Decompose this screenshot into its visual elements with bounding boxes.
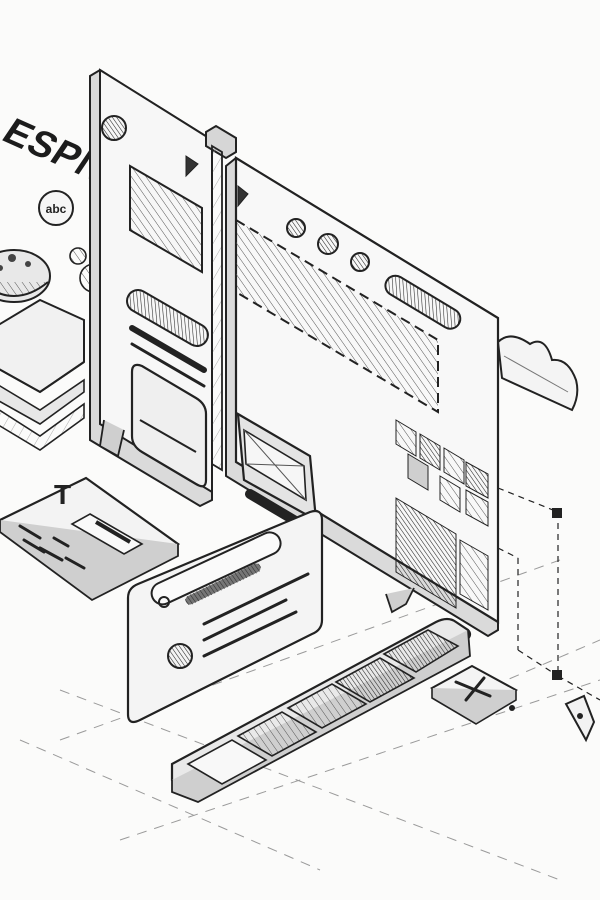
main-screen-hero-image [235,218,439,414]
back-screen-bar [126,289,209,348]
tool-tile [429,664,519,725]
back-screen-panel [89,68,213,508]
search-card [126,509,324,724]
mosaic-grid [395,419,489,611]
pen-tool-icon [564,694,596,743]
article-card: T [0,476,181,602]
abc-logo: abc [38,190,74,226]
bottom-tray [170,617,472,803]
avatar-circle-icon [167,643,193,669]
dome-device [0,249,85,451]
divider-post [205,124,237,472]
anchor-point [552,508,562,518]
cloud-icon [496,335,579,412]
projection-lines [497,487,600,701]
anchor-point [552,670,562,680]
svg-text:T: T [54,479,71,510]
search-icon [158,596,170,608]
play-icon [237,184,249,208]
avatar-circle-icon [101,115,127,141]
search-bar [150,531,282,606]
back-screen-image [129,164,203,274]
main-screen-search-bar [384,274,462,330]
play-icon [185,155,199,178]
svg-text:abc: abc [46,202,67,216]
window-dots [286,218,370,272]
